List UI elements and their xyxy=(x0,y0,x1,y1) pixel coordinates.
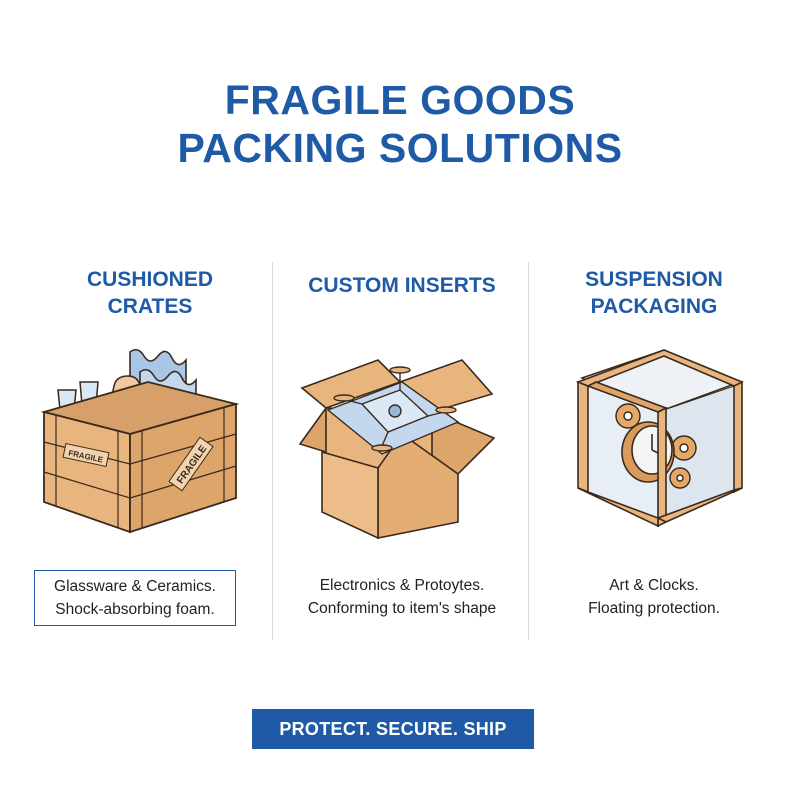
page-title-line-1: FRAGILE GOODS xyxy=(224,77,576,123)
page-title: FRAGILE GOODS PACKING SOLUTIONS xyxy=(0,76,800,172)
solution-description-line: Shock-absorbing foam. xyxy=(55,601,215,618)
open-box-with-drone-insert-icon xyxy=(298,359,496,540)
solution-heading-line: CUSHIONED xyxy=(86,268,213,291)
solution-heading: CUSTOM INSERTS xyxy=(282,272,522,299)
solution-heading-line: SUSPENSION xyxy=(585,268,723,291)
solution-heading-line: CRATES xyxy=(107,295,193,318)
solution-heading: SUSPENSION PACKAGING xyxy=(534,266,774,320)
solution-card-cushioned-crates: CUSHIONED CRATES xyxy=(30,262,270,642)
solution-description-line: Glassware & Ceramics. xyxy=(54,578,216,595)
solution-description-line: Floating protection. xyxy=(588,600,720,617)
solution-description: Art & Clocks. Floating protection. xyxy=(534,574,774,620)
solution-heading: CUSHIONED CRATES xyxy=(30,266,270,320)
protect-secure-ship-button[interactable]: PROTECT. SECURE. SHIP xyxy=(252,709,534,749)
solution-card-custom-inserts: CUSTOM INSERTS Electronics xyxy=(282,262,522,642)
solution-description-line: Conforming to item's shape xyxy=(307,600,497,617)
solution-description-line: Electronics & Protoytes. xyxy=(319,577,485,594)
column-divider xyxy=(528,262,529,640)
solution-heading-line: PACKAGING xyxy=(590,295,718,318)
wooden-crate-with-glassware-icon: FRAGILE FRAGILE xyxy=(40,348,240,534)
solution-card-suspension-packaging: SUSPENSION PACKAGING xyxy=(534,262,774,642)
solution-heading-line: CUSTOM INSERTS xyxy=(308,274,496,297)
suspension-frame-with-clock-icon xyxy=(575,349,744,528)
column-divider xyxy=(272,262,273,640)
solution-description-line: Art & Clocks. xyxy=(609,577,699,594)
page-title-line-2: PACKING SOLUTIONS xyxy=(177,125,623,171)
solution-description: Electronics & Protoytes. Conforming to i… xyxy=(282,574,522,620)
solution-description: Glassware & Ceramics. Shock-absorbing fo… xyxy=(34,570,236,626)
